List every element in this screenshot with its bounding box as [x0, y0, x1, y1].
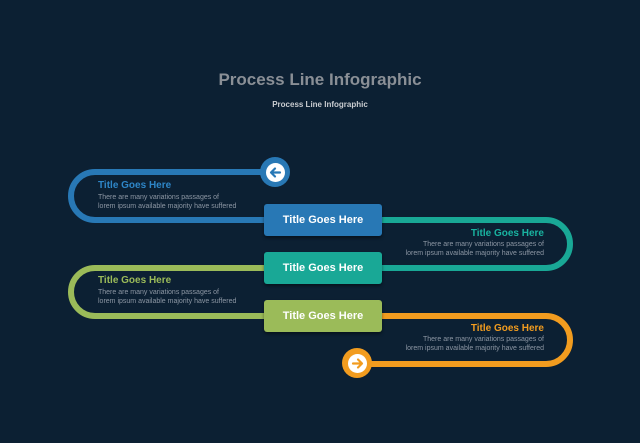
step-3-title: Title Goes Here: [98, 275, 172, 286]
page-title: Process Line Infographic: [218, 70, 422, 89]
process-line-teal: [382, 217, 573, 271]
step-4-text: There are many variations passages of lo…: [405, 336, 544, 352]
process-box-green: Title Goes Here: [264, 300, 382, 332]
process-box-teal: Title Goes Here: [264, 252, 382, 284]
process-line-orange: [354, 313, 573, 367]
step-2-title: Title Goes Here: [470, 228, 544, 239]
arrow-right-icon: [351, 357, 363, 369]
page-subtitle: Process Line Infographic: [272, 100, 368, 109]
process-line-blue: [68, 169, 278, 223]
process-line-green: [68, 265, 264, 319]
process-box-blue: Title Goes Here: [264, 204, 382, 236]
step-1-title: Title Goes Here: [98, 180, 172, 191]
arrow-left-icon: [269, 166, 281, 178]
start-badge: [260, 157, 290, 187]
step-4-title: Title Goes Here: [470, 323, 544, 334]
step-2-text: There are many variations passages of lo…: [405, 241, 544, 257]
step-3-text: There are many variations passages of lo…: [98, 289, 237, 305]
step-1-text: There are many variations passages of lo…: [98, 194, 237, 210]
end-badge: [342, 348, 372, 378]
